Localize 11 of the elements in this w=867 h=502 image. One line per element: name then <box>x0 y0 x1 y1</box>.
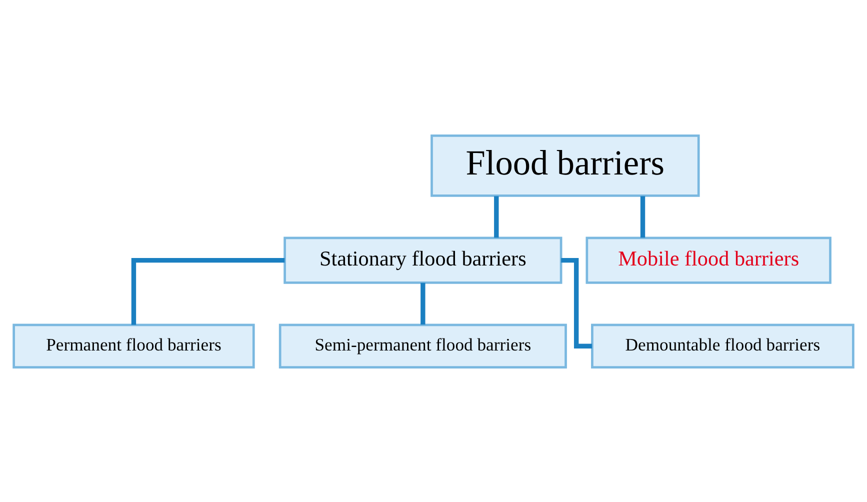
connector <box>640 196 646 238</box>
node-box: Flood barriers <box>430 134 700 196</box>
node-box: Demountable flood barriers <box>591 323 854 368</box>
connector <box>420 282 426 324</box>
node-box: Semi-permanent flood barriers <box>278 323 567 368</box>
node-box: Mobile flood barriers <box>586 236 832 284</box>
node-box: Stationary flood barriers <box>284 236 562 284</box>
connector <box>561 257 592 348</box>
node-box: Permanent flood barriers <box>12 323 255 368</box>
connector <box>494 196 499 238</box>
connector <box>131 257 285 324</box>
